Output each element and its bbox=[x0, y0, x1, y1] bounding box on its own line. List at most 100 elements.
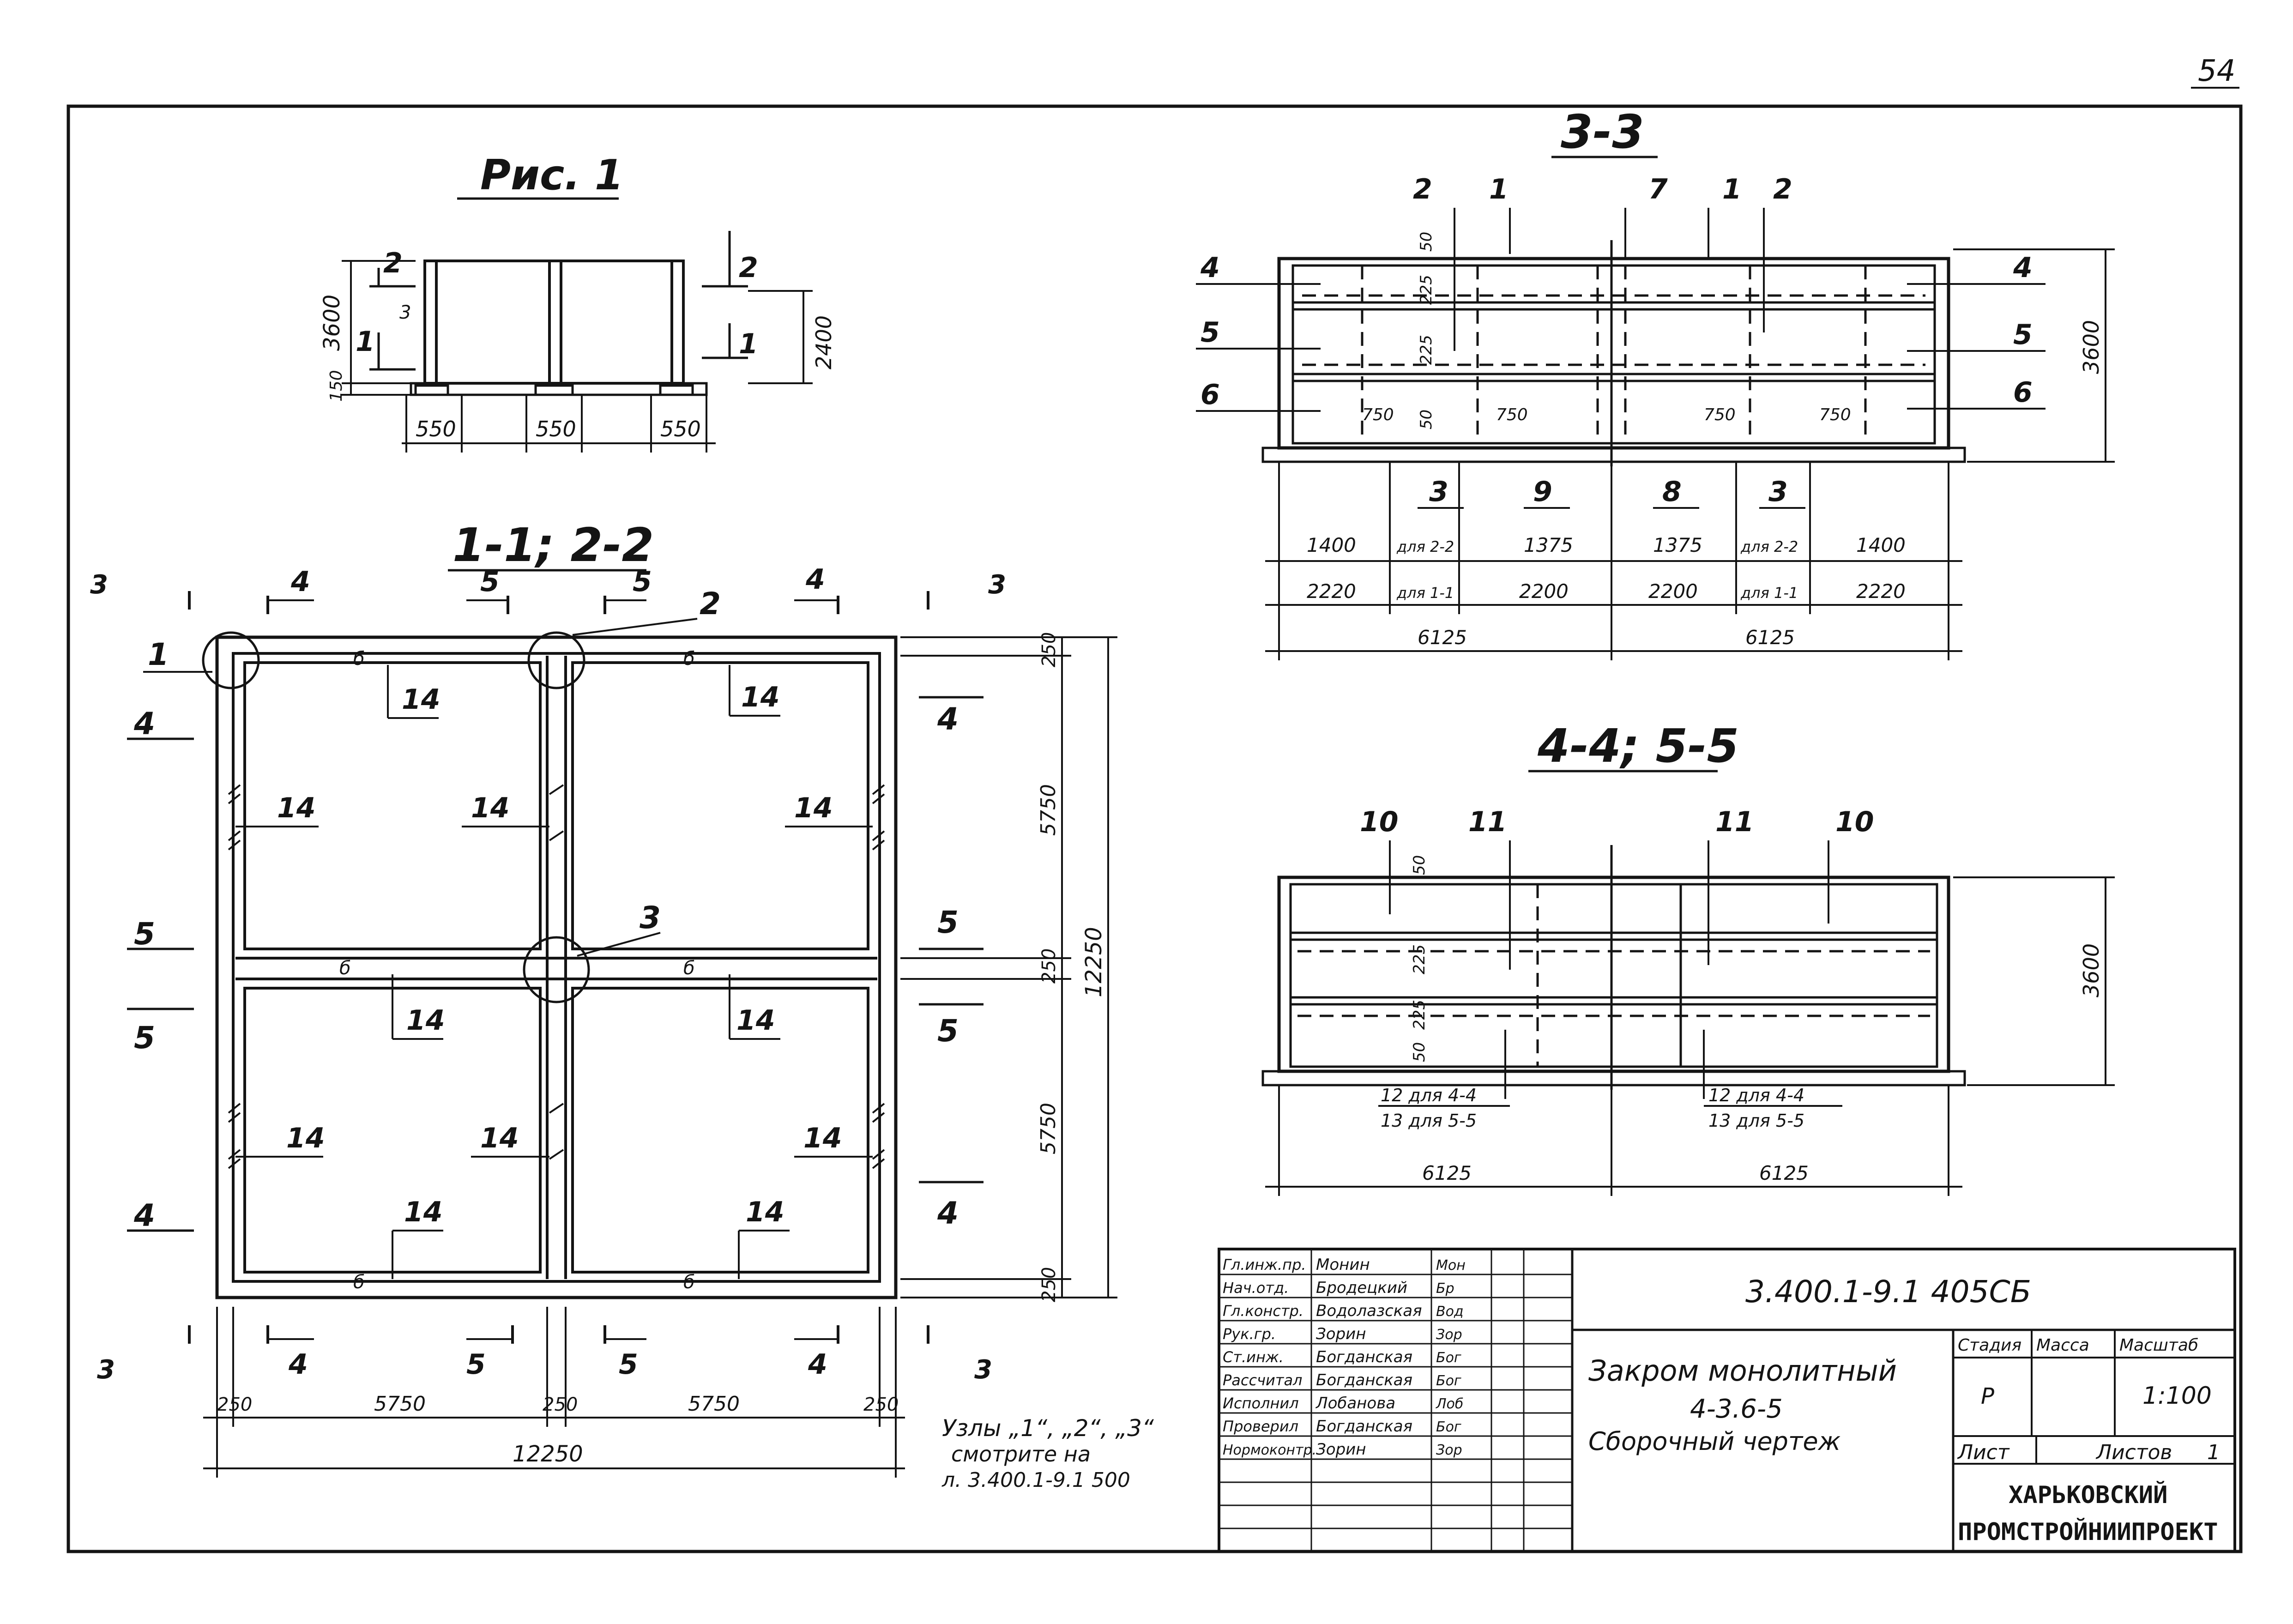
sec33-dim-50-top: 50 bbox=[1417, 232, 1436, 252]
sec44-top-2: 11 bbox=[1468, 806, 1507, 838]
sec33-left-3: 6 bbox=[1201, 379, 1220, 411]
plan-dim-b1: 250 bbox=[217, 1394, 252, 1415]
sec33-top-5: 2 bbox=[1773, 173, 1792, 205]
pos14-7: 14 bbox=[736, 1004, 775, 1037]
plan-dim-b5: 250 bbox=[863, 1394, 899, 1415]
sec33-top-1: 2 bbox=[1413, 173, 1432, 205]
plan-view: 1-1; 2-2 1 bbox=[90, 518, 1117, 1478]
pos14-5: 14 bbox=[794, 792, 833, 824]
plan-dim-r4: 5750 bbox=[1037, 1103, 1060, 1154]
signer-role-9: Нормоконтр. bbox=[1223, 1442, 1316, 1458]
plan-title: 1-1; 2-2 bbox=[453, 518, 654, 572]
sec44-note-left-2: 13 для 5-5 bbox=[1381, 1111, 1477, 1131]
fig1-node-mark: 3 bbox=[399, 302, 411, 323]
stage-value: Р bbox=[1981, 1383, 1994, 1409]
sec33-dim-50-bot: 50 bbox=[1417, 410, 1436, 429]
fig1-height-inner: 2400 bbox=[811, 315, 836, 369]
signer-sign-2: Бр bbox=[1436, 1280, 1454, 1297]
sec33-row1-5: для 2-2 bbox=[1740, 538, 1798, 555]
sec33-top-2: 1 bbox=[1489, 173, 1509, 205]
sheets-count: 1 bbox=[2207, 1441, 2220, 1464]
plan-mark-b-5: б bbox=[353, 1272, 365, 1293]
sec33-half-2: 6125 bbox=[1745, 626, 1795, 649]
sec44-note-left-1: 12 для 4-4 bbox=[1381, 1085, 1477, 1105]
fig1-width-2: 550 bbox=[536, 417, 576, 441]
signer-sign-9: Зор bbox=[1436, 1442, 1462, 1458]
sec-mark-3-br: 3 bbox=[974, 1355, 992, 1385]
sec-mark-4-tl: 4 bbox=[290, 566, 310, 598]
pos14-2: 14 bbox=[741, 681, 780, 713]
signer-role-3: Гл.констр. bbox=[1223, 1302, 1303, 1320]
signer-role-8: Проверил bbox=[1223, 1418, 1298, 1435]
sec44-title: 4-4; 5-5 bbox=[1537, 719, 1739, 773]
signer-sign-8: Бог bbox=[1436, 1419, 1461, 1435]
sec-mark-4-br: 4 bbox=[808, 1348, 827, 1381]
sec33-row2-1: 2220 bbox=[1307, 580, 1356, 603]
sheet-frame bbox=[66, 104, 2243, 1553]
signer-role-5: Ст.инж. bbox=[1223, 1348, 1284, 1366]
sec-mark-4-tr: 4 bbox=[805, 563, 825, 596]
scale-value: 1:100 bbox=[2142, 1382, 2212, 1410]
plan-mark-b-3: б bbox=[339, 958, 351, 979]
sec-mark-3-bl: 3 bbox=[97, 1355, 115, 1385]
plan-dim-r2: 5750 bbox=[1037, 784, 1060, 836]
sec33-row2-3: 2200 bbox=[1519, 580, 1569, 603]
drawing-name-1: Закром монолитный bbox=[1588, 1354, 1897, 1388]
signer-role-6: Рассчитал bbox=[1223, 1371, 1303, 1389]
drawing-name-3: Сборочный чертеж bbox=[1588, 1427, 1841, 1456]
signer-name-1: Монин bbox=[1316, 1256, 1370, 1274]
fig1-width-1: 550 bbox=[416, 417, 456, 441]
section-marks-left: 4 5 5 4 bbox=[127, 706, 194, 1233]
signer-role-1: Гл.инж.пр. bbox=[1223, 1256, 1306, 1274]
fig1-width-3: 550 bbox=[660, 417, 701, 441]
signer-sign-6: Бог bbox=[1436, 1373, 1461, 1389]
sec33-left-1: 4 bbox=[1200, 252, 1220, 284]
sec33-dim-750-4: 750 bbox=[1819, 405, 1851, 424]
plan-dims-bottom: 250 5750 250 5750 250 12250 bbox=[203, 1307, 905, 1478]
drawing-name-2: 4-3.6-5 bbox=[1690, 1394, 1783, 1424]
pos14-callouts: 14 14 14 14 14 14 14 14 14 14 14 14 bbox=[235, 665, 873, 1279]
pos14-6: 14 bbox=[406, 1004, 445, 1037]
sec44-note-right-2: 13 для 5-5 bbox=[1708, 1111, 1804, 1131]
sec-mark-5-l2: 5 bbox=[134, 1020, 155, 1056]
plan-node-3: 3 bbox=[640, 900, 661, 936]
section-marks-bottom: 3 4 5 5 4 3 bbox=[97, 1325, 992, 1385]
sec44-dim-225-2: 225 bbox=[1410, 1000, 1429, 1030]
pos14-9: 14 bbox=[480, 1122, 519, 1154]
col-header-scale: Масштаб bbox=[2119, 1336, 2198, 1355]
plan-dim-b4: 5750 bbox=[688, 1392, 740, 1416]
sec33-left-2: 5 bbox=[1201, 316, 1220, 349]
sec33-dim-750-3: 750 bbox=[1704, 405, 1736, 424]
signer-name-8: Богданская bbox=[1316, 1417, 1412, 1436]
signer-name-7: Лобанова bbox=[1315, 1394, 1395, 1413]
plan-overall-right: 12250 bbox=[1081, 927, 1107, 997]
title-block: Гл.инж.пр. Монин Мон Нач.отд. Бродецкий … bbox=[1218, 1248, 2236, 1553]
sec44-top-4: 10 bbox=[1835, 806, 1874, 838]
nodes-note-line-3: л. 3.400.1-9.1 500 bbox=[941, 1468, 1130, 1492]
sec-mark-5-l1: 5 bbox=[134, 916, 155, 952]
col-header-stage: Стадия bbox=[1958, 1336, 2021, 1355]
plan-dim-r1: 250 bbox=[1038, 632, 1060, 667]
sec44-top-3: 11 bbox=[1715, 806, 1754, 838]
plan-node-2: 2 bbox=[700, 586, 721, 622]
fig1-cut-top-right: 2 bbox=[739, 252, 758, 284]
signer-sign-1: Мон bbox=[1436, 1257, 1466, 1274]
sec33-row1-6: 1400 bbox=[1856, 534, 1906, 556]
sec33-dim-225-2: 225 bbox=[1417, 335, 1436, 365]
sec33-row1-4: 1375 bbox=[1653, 534, 1702, 556]
section-4-4: 4-4; 5-5 10 11 11 10 50 225 50 225 12 дл… bbox=[1261, 719, 2115, 1196]
sec33-title: 3-3 bbox=[1561, 105, 1644, 159]
nodes-note: Узлы „1“, „2“, „3“ смотрите на л. 3.400.… bbox=[941, 1415, 1154, 1492]
sec33-row2-6: 2220 bbox=[1856, 580, 1906, 603]
page-number: 54 bbox=[2198, 54, 2235, 88]
plan-overall-bottom: 12250 bbox=[513, 1441, 583, 1467]
sec33-row1-2: для 2-2 bbox=[1396, 538, 1454, 555]
sec-mark-4-r1: 4 bbox=[937, 701, 959, 737]
sec33-bot-2: 9 bbox=[1533, 476, 1552, 508]
pos14-3: 14 bbox=[277, 792, 316, 824]
pos14-11: 14 bbox=[404, 1196, 443, 1228]
figure-1: Рис. 1 3600 150 2 1 3 2 1 bbox=[319, 151, 836, 453]
sec44-dim-225: 225 bbox=[1410, 944, 1429, 974]
plan-dim-r3: 250 bbox=[1038, 948, 1060, 984]
